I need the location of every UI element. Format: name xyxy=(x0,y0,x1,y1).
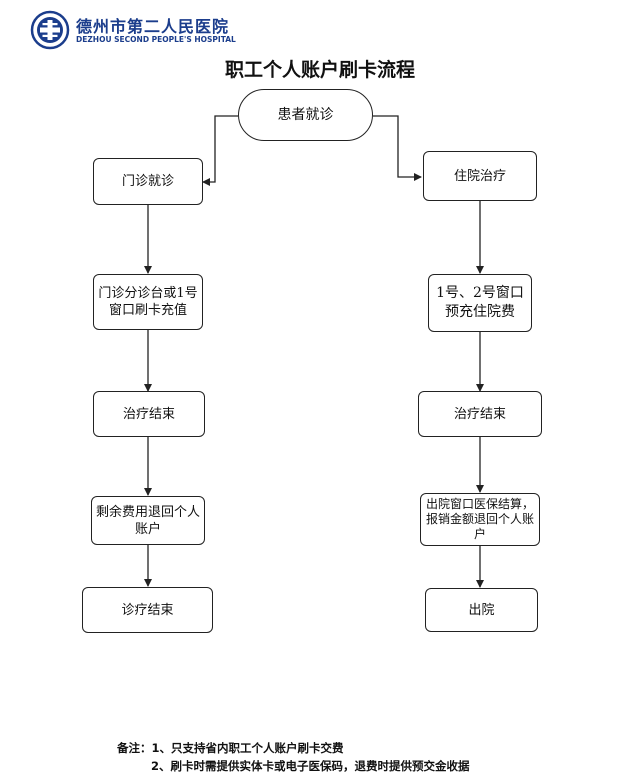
hospital-logo: 德州市第二人民医院 DEZHOU SECOND PEOPLE'S HOSPITA… xyxy=(30,10,260,52)
start-node: 患者就诊 xyxy=(238,89,373,141)
inpatient-step-settlement-line1: 出院窗口医保结算， xyxy=(425,497,534,511)
outpatient-step-visit-label: 门诊就诊 xyxy=(121,174,174,189)
hospital-name-cn: 德州市第二人民医院 xyxy=(76,17,230,36)
outpatient-step-recharge-line1: 门诊分诊台或1号 xyxy=(98,286,198,301)
outpatient-step-visit: 门诊就诊 xyxy=(93,158,203,205)
notes-item-1: 1、只支持省内职工个人账户刷卡交费 xyxy=(151,741,344,755)
outpatient-step-recharge-line2: 窗口刷卡充值 xyxy=(108,303,187,318)
start-label: 患者就诊 xyxy=(277,106,334,123)
inpatient-step-prepay-line1: 1号、2号窗口 xyxy=(436,285,524,301)
outpatient-step-finish-label: 诊疗结束 xyxy=(121,602,174,618)
outpatient-step-refund-line1: 剩余费用退回个人 xyxy=(96,504,201,520)
inpatient-step-admission-label: 住院治疗 xyxy=(453,168,506,184)
inpatient-step-prepay: 1号、2号窗口 预充住院费 xyxy=(428,274,532,332)
notes-label: 备注： xyxy=(117,741,152,755)
inpatient-step-settlement-line3: 户 xyxy=(473,527,486,541)
hospital-name-en: DEZHOU SECOND PEOPLE'S HOSPITAL xyxy=(76,35,236,44)
inpatient-step-discharge-label: 出院 xyxy=(468,602,495,618)
hospital-emblem-icon xyxy=(30,10,70,50)
inpatient-step-admission: 住院治疗 xyxy=(423,151,537,201)
arrow-start-to-outpatient xyxy=(202,115,238,186)
outpatient-step-recharge: 门诊分诊台或1号 窗口刷卡充值 xyxy=(93,274,203,330)
outpatient-step-refund: 剩余费用退回个人 账户 xyxy=(91,496,205,545)
outpatient-step-finish: 诊疗结束 xyxy=(82,587,213,633)
inpatient-step-settlement-line2: 报销金额退回个人账 xyxy=(425,512,534,526)
notes-item-2: 2、刷卡时需提供实体卡或电子医保码，退费时提供预交金收据 xyxy=(151,759,470,773)
page-title: 职工个人账户刷卡流程 xyxy=(224,59,415,81)
inpatient-step-treatment-end: 治疗结束 xyxy=(418,391,542,437)
inpatient-step-prepay-line2: 预充住院费 xyxy=(445,304,515,320)
notes-line1: 备注：1、只支持省内职工个人账户刷卡交费 xyxy=(117,740,617,756)
inpatient-step-treatment-end-label: 治疗结束 xyxy=(453,406,506,422)
outpatient-step-refund-line2: 账户 xyxy=(134,521,161,537)
inpatient-step-settlement: 出院窗口医保结算， 报销金额退回个人账 户 xyxy=(420,493,540,546)
notes-line2: 2、刷卡时需提供实体卡或电子医保码，退费时提供预交金收据 xyxy=(117,758,617,774)
arrow-start-to-inpatient xyxy=(373,115,422,181)
notes: 备注：1、只支持省内职工个人账户刷卡交费 2、刷卡时需提供实体卡或电子医保码，退… xyxy=(117,740,617,774)
outpatient-step-treatment-end: 治疗结束 xyxy=(93,391,205,437)
inpatient-step-discharge: 出院 xyxy=(425,588,538,632)
outpatient-step-treatment-end-label: 治疗结束 xyxy=(122,406,175,422)
